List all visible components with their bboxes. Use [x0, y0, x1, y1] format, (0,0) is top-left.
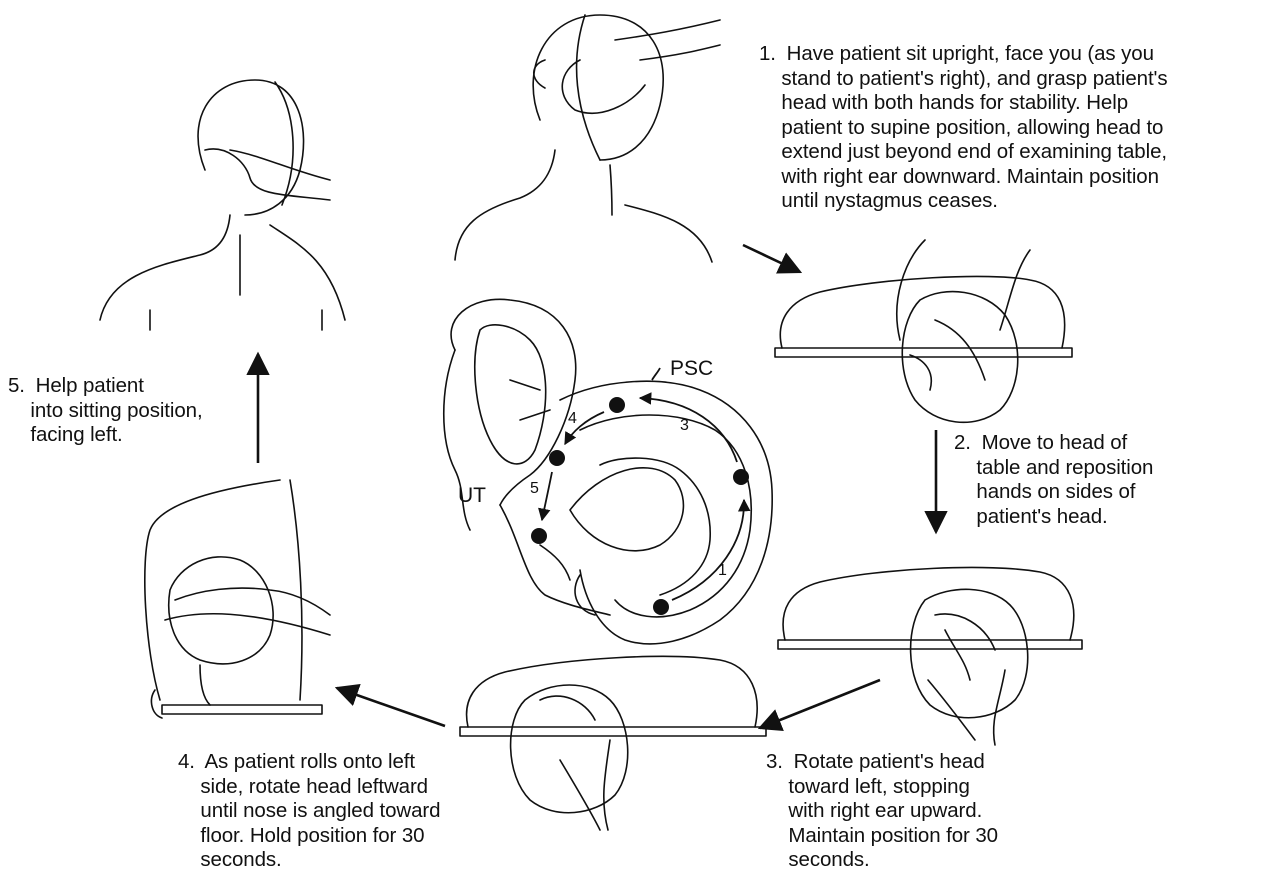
figure-supine-patient-step3: [778, 567, 1082, 745]
step-4-line: until nose is angled toward: [200, 799, 440, 822]
step-1-line: head with both hands for stability. Help: [781, 91, 1128, 114]
canal-dot-5: [531, 528, 547, 544]
label-position-5: 5: [530, 480, 539, 497]
step-5-line: Help patient: [36, 374, 144, 397]
step-1-line: Have patient sit upright, face you (as y…: [787, 42, 1154, 65]
step-5-number: 5.: [8, 374, 30, 399]
step-3-line: Maintain position for 30: [788, 824, 998, 847]
step-5-text: 5. Help patient into sitting position, f…: [8, 374, 203, 448]
step-3-line: toward left, stopping: [788, 775, 969, 798]
step-5-line: into sitting position,: [30, 399, 202, 422]
step-1-text: 1. Have patient sit upright, face you (a…: [759, 42, 1168, 214]
step-3-line: Rotate patient's head: [794, 750, 985, 773]
step-1-line: patient to supine position, allowing hea…: [781, 116, 1163, 139]
figure-supine-patient-step4: [460, 656, 766, 830]
label-psc: PSC: [670, 357, 713, 380]
label-position-4: 4: [568, 410, 577, 427]
step-1-line: stand to patient's right), and grasp pat…: [781, 67, 1167, 90]
label-position-1: 1: [718, 562, 727, 579]
figure-seated-patient-step1: [455, 15, 720, 262]
canal-dot-1: [653, 599, 669, 615]
step-2-line: table and reposition: [976, 456, 1153, 479]
step-4-number: 4.: [178, 750, 200, 775]
step-transition-arrows: [258, 245, 936, 728]
figure-seated-patient-step5: [100, 80, 345, 330]
canal-dot-3: [609, 397, 625, 413]
step-4-text: 4. As patient rolls onto left side, rota…: [178, 750, 440, 873]
step-1-number: 1.: [759, 42, 781, 67]
step-2-text: 2. Move to head of table and reposition …: [954, 431, 1153, 529]
step-3-number: 3.: [766, 750, 788, 775]
step-1-line: extend just beyond end of examining tabl…: [781, 140, 1167, 163]
step-5-line: facing left.: [30, 423, 122, 446]
canal-position-dots: [531, 397, 749, 615]
step-4-line: side, rotate head leftward: [200, 775, 428, 798]
step-2-number: 2.: [954, 431, 976, 456]
label-position-3: 3: [680, 417, 689, 434]
figure-supine-patient-step2: [775, 240, 1072, 422]
step-3-line: with right ear upward.: [788, 799, 982, 822]
step-1-line: until nystagmus ceases.: [781, 189, 997, 212]
step-1-line: with right ear downward. Maintain positi…: [781, 165, 1159, 188]
step-2-line: hands on sides of: [976, 480, 1135, 503]
step-2-line: Move to head of: [982, 431, 1128, 454]
step-2-line: patient's head.: [976, 505, 1107, 528]
canal-movement-arrows: [542, 368, 744, 600]
step-4-line: seconds.: [200, 848, 281, 871]
arrow-step3-to-step4: [760, 680, 880, 728]
label-ut: UT: [458, 484, 486, 507]
figure-side-lying-patient-step4: [145, 480, 330, 718]
step-3-line: seconds.: [788, 848, 869, 871]
step-4-line: floor. Hold position for 30: [200, 824, 424, 847]
canal-dot-4: [549, 450, 565, 466]
semicircular-canal-illustration: [444, 299, 772, 644]
canal-dot-2: [733, 469, 749, 485]
arrow-step4-to-step5: [337, 688, 445, 726]
arrow-step1-to-step2: [743, 245, 800, 272]
step-4-line: As patient rolls onto left: [204, 750, 415, 773]
step-3-text: 3. Rotate patient's head toward left, st…: [766, 750, 998, 873]
